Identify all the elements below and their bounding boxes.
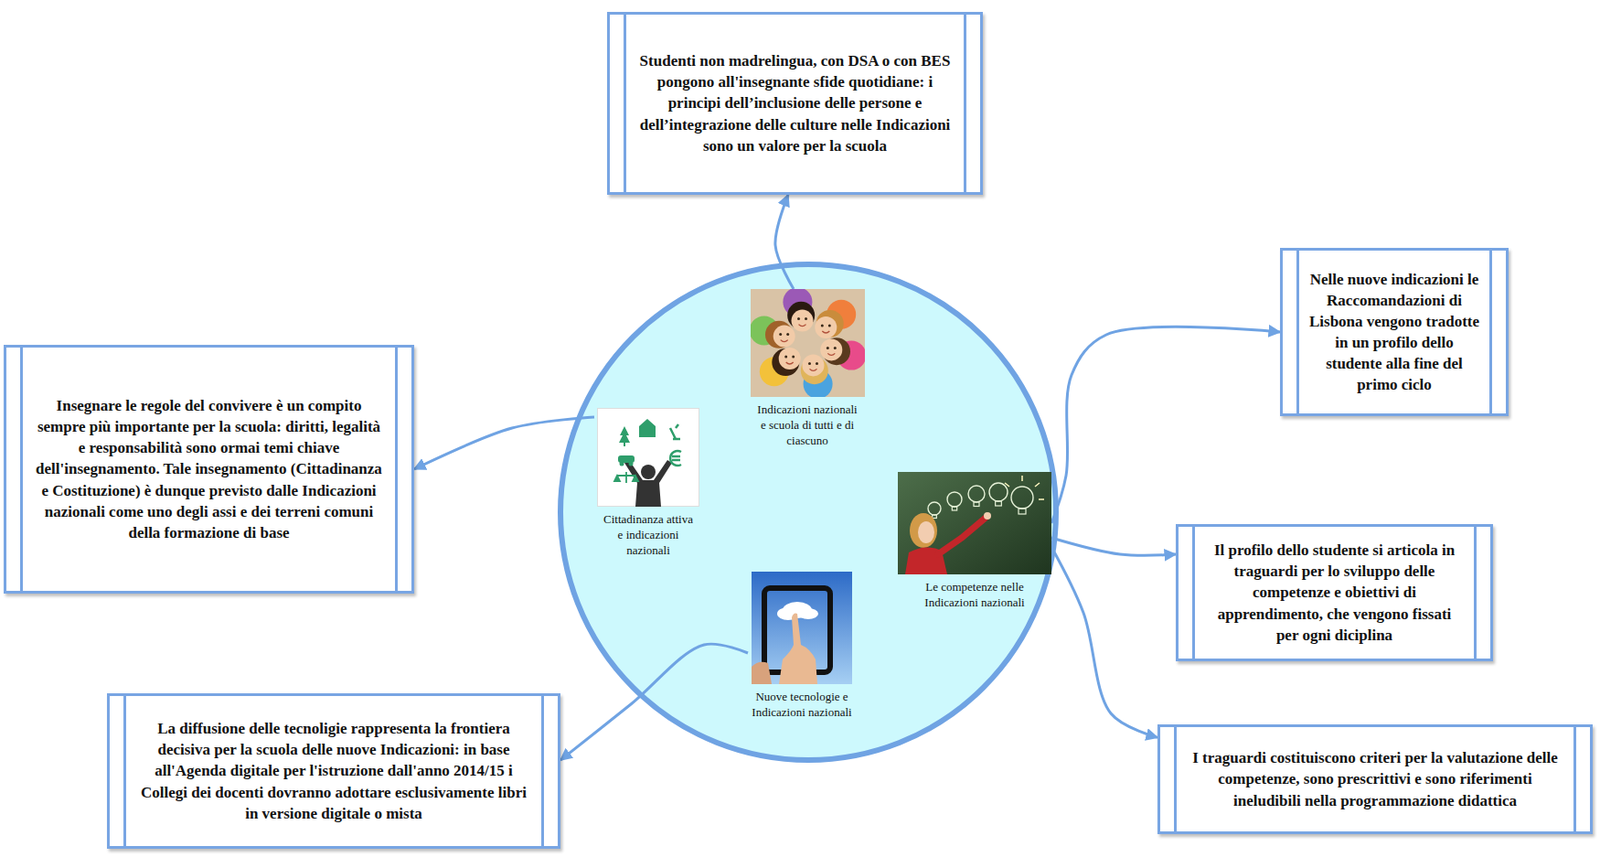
child-face [772,325,795,348]
illustration [897,471,1052,575]
icon-ground [597,408,700,507]
arrow-connector [1051,537,1176,555]
child-eye [814,362,818,365]
arrow-connector [560,643,748,760]
child-eye [797,317,800,320]
child-eye [807,362,811,365]
child-smile [809,368,817,371]
illustration [750,288,865,397]
illustration [597,407,700,507]
child-eye [784,354,788,358]
arrow-connector [414,416,595,470]
teacher-hand [983,512,992,520]
text-box: La diffusione delle tecnoligie rappresen… [106,693,561,849]
child-eye [825,346,829,350]
car-icon [618,455,635,463]
child-eye [791,354,795,358]
bulb-drawing [968,485,985,502]
child-face [801,353,824,376]
child-eye [778,332,782,336]
balance-icon [614,471,639,483]
bulb-rays [1004,475,1045,500]
child-face [778,347,800,370]
box-text: Studenti non madrelingua, con DSA o con … [637,50,953,157]
child-face [790,309,813,332]
arrow-connector [1051,546,1158,737]
house-icon [639,418,656,438]
text-box: Studenti non madrelingua, con DSA o con … [607,11,983,195]
captioned-picture: Nuove tecnologie e Indicazioni nazionali [747,571,856,721]
picture-caption: Indicazioni nazionali e scuola di tutti … [753,402,862,449]
cloud [798,608,819,619]
microscope-icon [670,424,681,439]
teacher-arm [938,517,986,555]
bulb-drawing [1011,486,1034,509]
car-wheel [619,461,625,467]
child-eye [820,324,823,328]
box-text: Nelle nuove indicazioni le Raccomandazio… [1306,268,1483,396]
text-box: Il profilo dello studente si articola in… [1175,523,1494,662]
chalkboard [897,471,1052,575]
sky-photo [751,571,853,684]
teacher-face [917,521,935,544]
bulb-base [932,514,938,519]
captioned-picture: Le competenze nelle Indicazioni nazional… [897,471,1052,611]
child-face [814,316,837,339]
bulb-drawing [947,491,962,507]
bulb-base [973,501,980,507]
picture-caption: Cittadinanza attiva e indicazioni nazion… [600,512,696,559]
picture-caption: Nuove tecnologie e Indicazioni nazionali [750,689,854,721]
captioned-picture: Cittadinanza attiva e indicazioni nazion… [594,407,703,559]
central-circle [560,264,1056,760]
box-text: Il profilo dello studente si articola in… [1205,539,1463,646]
child-smile [827,352,835,355]
illustration [751,571,853,684]
picture-caption: Le competenze nelle Indicazioni nazional… [910,579,1039,611]
text-box: Insegnare le regole del convivere è un c… [3,344,415,594]
box-text: I traguardi costituiscono criteri per la… [1187,746,1563,811]
child-smile [785,362,793,364]
arrow-connector [775,194,794,289]
child-smile [779,340,788,342]
box-text: La diffusione delle tecnoligie rappresen… [137,717,531,824]
text-box: Nelle nuove indicazioni le Raccomandazio… [1280,247,1509,416]
bulb-drawing [989,482,1008,502]
thumb [751,661,772,684]
figure-head [640,464,656,480]
box-text: Insegnare le regole del convivere è un c… [33,394,384,544]
child-eye [832,346,836,350]
child-eye [827,324,831,328]
child-smile [798,324,806,327]
tree-icon [618,426,630,443]
bulb-drawing [928,501,941,515]
kids-photo [750,288,865,397]
child-eye [804,317,808,320]
child-smile [821,330,830,333]
child-eye [786,332,790,336]
currency-icon [670,450,682,466]
bulb-base [995,501,1003,506]
child-face [820,338,843,361]
text-box: I traguardi costituiscono criteri per la… [1157,724,1593,834]
teacher-hair [909,512,938,548]
car-wheel [629,461,634,467]
bulb-base [951,506,957,511]
figure-body [624,459,672,507]
captioned-picture: Indicazioni nazionali e scuola di tutti … [743,288,872,449]
arrow-connector [1051,326,1280,523]
tree-trunk [623,441,626,447]
finger-hand [778,613,818,685]
bulb-base [1018,508,1026,514]
